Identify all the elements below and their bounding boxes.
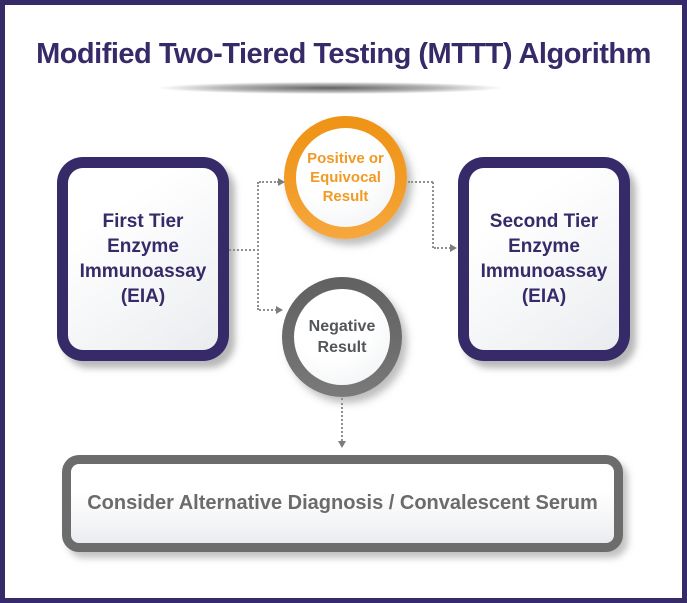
second-tier-line-1: Second Tier	[489, 211, 599, 232]
positive-equivocal-node-face: Positive or Equivocal Result	[296, 128, 395, 227]
arrow-to-second-tier-icon	[450, 244, 457, 252]
negative-result-node-face: Negative Result	[294, 289, 390, 385]
arrow-to-outcome-icon	[338, 441, 346, 448]
connector-to-second-tier	[434, 247, 451, 249]
connector-positive-exit	[408, 181, 433, 183]
connector-negative-down	[341, 398, 343, 441]
first-tier-line-4: (EIA)	[120, 286, 166, 307]
second-tier-eia-label: Second Tier Enzyme Immunoassay (EIA)	[481, 209, 608, 309]
first-tier-line-1: First Tier	[102, 211, 184, 232]
second-tier-line-2: Enzyme	[508, 236, 580, 257]
page-title: Modified Two-Tiered Testing (MTTT) Algor…	[36, 38, 651, 70]
negative-line-1: Negative	[308, 318, 376, 335]
negative-result-node: Negative Result	[282, 277, 402, 397]
first-tier-eia-node: First Tier Enzyme Immunoassay (EIA)	[57, 157, 229, 361]
title-shadow-divider	[90, 82, 570, 99]
negative-result-label: Negative Result	[309, 316, 376, 358]
connector-branch-vertical	[257, 182, 259, 310]
positive-line-2: Equivocal	[310, 169, 381, 186]
positive-line-3: Result	[322, 188, 369, 205]
first-tier-eia-node-face: First Tier Enzyme Immunoassay (EIA)	[68, 168, 218, 350]
second-tier-eia-node-face: Second Tier Enzyme Immunoassay (EIA)	[469, 168, 619, 350]
connector-to-negative	[259, 309, 277, 311]
second-tier-line-4: (EIA)	[521, 286, 567, 307]
positive-equivocal-node: Positive or Equivocal Result	[284, 116, 407, 239]
arrow-to-positive-icon	[278, 178, 285, 186]
first-tier-line-3: Immunoassay	[79, 261, 207, 282]
connector-positive-down	[432, 182, 434, 248]
second-tier-line-3: Immunoassay	[480, 261, 608, 282]
alternative-diagnosis-node-face: Consider Alternative Diagnosis / Convale…	[71, 464, 614, 543]
connector-to-positive	[259, 181, 279, 183]
first-tier-eia-label: First Tier Enzyme Immunoassay (EIA)	[80, 209, 207, 309]
arrow-to-negative-icon	[276, 306, 283, 314]
first-tier-line-2: Enzyme	[107, 236, 179, 257]
alternative-diagnosis-node: Consider Alternative Diagnosis / Convale…	[62, 455, 623, 552]
connector-first-tier-stem	[229, 249, 259, 251]
negative-line-2: Result	[317, 339, 367, 356]
positive-equivocal-label: Positive or Equivocal Result	[307, 149, 384, 206]
alternative-diagnosis-label: Consider Alternative Diagnosis / Convale…	[87, 492, 598, 514]
second-tier-eia-node: Second Tier Enzyme Immunoassay (EIA)	[458, 157, 630, 361]
positive-line-1: Positive or	[307, 150, 384, 167]
